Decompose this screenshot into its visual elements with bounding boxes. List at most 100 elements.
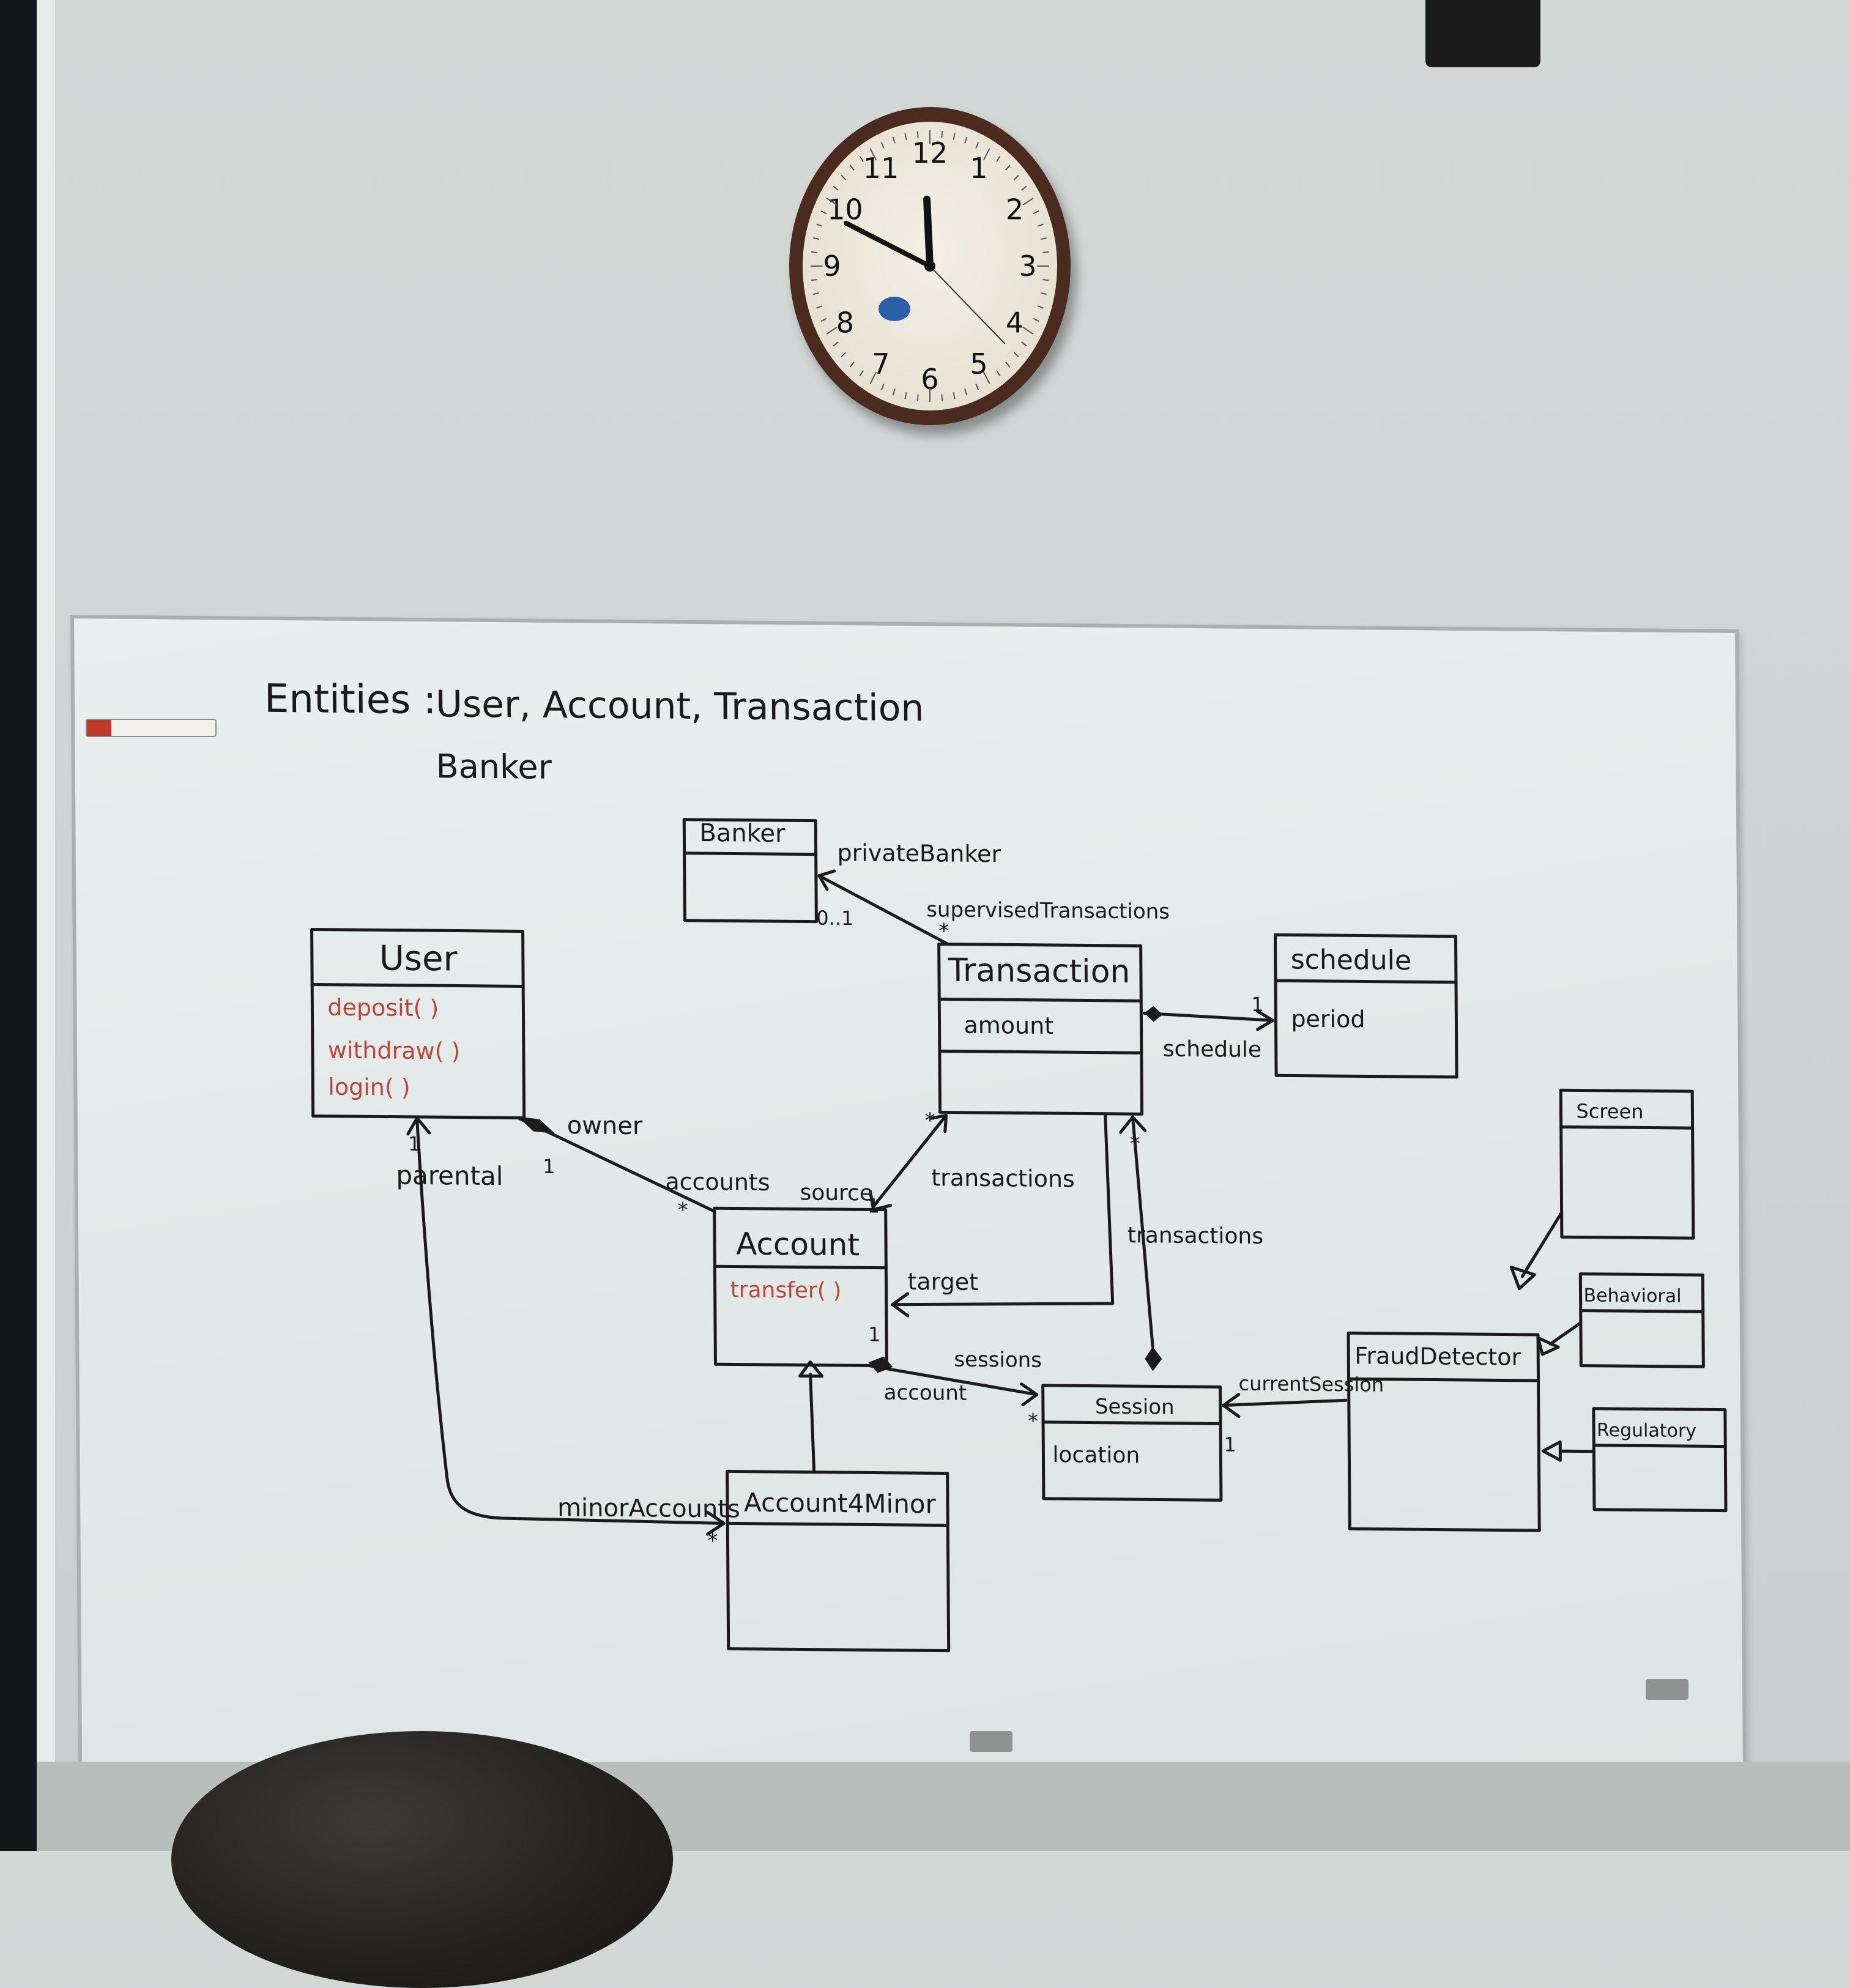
clock-tick	[905, 133, 906, 140]
board-tray-clip	[970, 1731, 1012, 1752]
diamond-session-transactions	[1145, 1346, 1162, 1371]
mult-current-session-one: 1	[1224, 1433, 1236, 1456]
clock-tick	[965, 389, 967, 396]
diamond-user-account	[518, 1116, 555, 1133]
label-current-session: currentSession	[1238, 1372, 1384, 1396]
clock-tick	[1006, 165, 1010, 170]
label-supervised: supervisedTransactions	[926, 897, 1170, 924]
label-account-role: account	[884, 1381, 967, 1406]
clock-center-pin	[924, 261, 935, 272]
clock-tick	[954, 133, 955, 140]
regulatory-name: Regulatory	[1597, 1420, 1696, 1442]
transaction-name: Transaction	[948, 952, 1131, 991]
user-method-2: withdraw( )	[328, 1037, 461, 1065]
board-tray-clip	[1646, 1679, 1688, 1700]
clock-tick	[1014, 175, 1019, 179]
clock-tick	[1014, 352, 1019, 357]
generalization-screen	[1522, 1212, 1562, 1277]
clock-numeral: 11	[863, 152, 899, 185]
clock-tick	[1042, 252, 1049, 253]
mult-transaction-star-1: *	[938, 919, 949, 943]
mult-parental-one: 1	[408, 1132, 421, 1155]
clock-brand-badge	[879, 297, 910, 321]
mult-source-star: *	[925, 1108, 935, 1133]
account-minor-name: Account4Minor	[744, 1488, 937, 1519]
clock-tick	[850, 362, 855, 367]
schedule-attr: period	[1291, 1005, 1365, 1033]
whiteboard: Entities : User, Account, Transaction Ba…	[70, 615, 1747, 1836]
heading-list: User, Account, Transaction	[436, 683, 924, 730]
clock-tick	[813, 293, 819, 294]
clock-tick	[1038, 224, 1043, 226]
clock-tick	[860, 371, 863, 376]
clock-tick	[817, 306, 822, 308]
ceiling-speaker	[1425, 0, 1540, 67]
mult-banker-01: 0..1	[816, 907, 853, 930]
diamond-transaction-schedule	[1144, 1006, 1162, 1022]
generalization-behavioral	[1550, 1322, 1581, 1344]
clock-numeral: 3	[1019, 250, 1036, 283]
mult-accounts-star: *	[678, 1198, 688, 1223]
label-transactions-1: transactions	[931, 1164, 1075, 1192]
clock-tick	[905, 392, 906, 399]
mult-target-one: 1	[868, 1322, 881, 1346]
eraser-cap	[87, 720, 111, 736]
clock-tick	[1022, 342, 1027, 346]
clock-tick	[850, 165, 855, 170]
clock-tick	[821, 211, 827, 214]
clock-tick	[1038, 306, 1043, 308]
user-method-3: login( )	[328, 1074, 410, 1101]
eraser	[86, 719, 217, 737]
clock-tick	[976, 384, 978, 390]
account-name: Account	[736, 1226, 860, 1263]
schedule-name: schedule	[1291, 944, 1412, 976]
mult-transactions-star: *	[1130, 1132, 1140, 1156]
mult-owner-one: 1	[543, 1155, 555, 1178]
mult-source-one: 1	[867, 1194, 880, 1217]
clock-tick	[997, 156, 1000, 161]
clock-tick	[1006, 362, 1010, 367]
mult-sessions-star: *	[1028, 1409, 1038, 1434]
hour-hand	[927, 199, 930, 266]
clock-tick	[893, 137, 895, 144]
clock-tick	[1023, 327, 1033, 334]
clock-tick	[1041, 293, 1047, 294]
label-owner: owner	[567, 1111, 643, 1140]
clock-tick	[827, 327, 837, 334]
clock-tick	[1033, 211, 1039, 214]
clock-tick	[811, 252, 817, 253]
clock-tick	[882, 142, 884, 148]
label-schedule-role: schedule	[1163, 1037, 1262, 1063]
clock-numeral: 4	[1006, 306, 1023, 339]
clock-tick	[833, 342, 838, 346]
clock-tick	[954, 392, 955, 399]
label-accounts: accounts	[665, 1168, 770, 1196]
wall-edge-light	[37, 0, 55, 1851]
banker-name: Banker	[699, 819, 786, 848]
minute-hand	[846, 223, 930, 266]
whiteboard-drawing: Entities : User, Account, Transaction Ba…	[74, 618, 1744, 1832]
mult-minor-star: *	[707, 1529, 718, 1553]
clock-tick	[1041, 238, 1047, 239]
transaction-attr: amount	[964, 1012, 1053, 1039]
label-sessions: sessions	[954, 1348, 1042, 1373]
screen-name: Screen	[1576, 1100, 1643, 1124]
user-method-1: deposit( )	[327, 994, 439, 1022]
clock-tick	[997, 371, 1000, 376]
session-name: Session	[1095, 1395, 1175, 1420]
clock-tick	[965, 137, 967, 144]
clock-tick	[1033, 319, 1039, 322]
second-hand	[930, 266, 1005, 344]
clock-tick	[821, 319, 827, 322]
clock-numeral: 2	[1006, 193, 1023, 226]
fraud-detector-name: FraudDetector	[1354, 1342, 1521, 1370]
generalization-minor-account	[811, 1374, 814, 1472]
behavioral-name: Behavioral	[1583, 1285, 1681, 1307]
clock-tick	[813, 238, 819, 239]
user-name: User	[379, 938, 458, 979]
clock-tick	[893, 389, 895, 396]
clock-tick	[833, 187, 838, 191]
label-transactions-2: transactions	[1127, 1223, 1263, 1249]
